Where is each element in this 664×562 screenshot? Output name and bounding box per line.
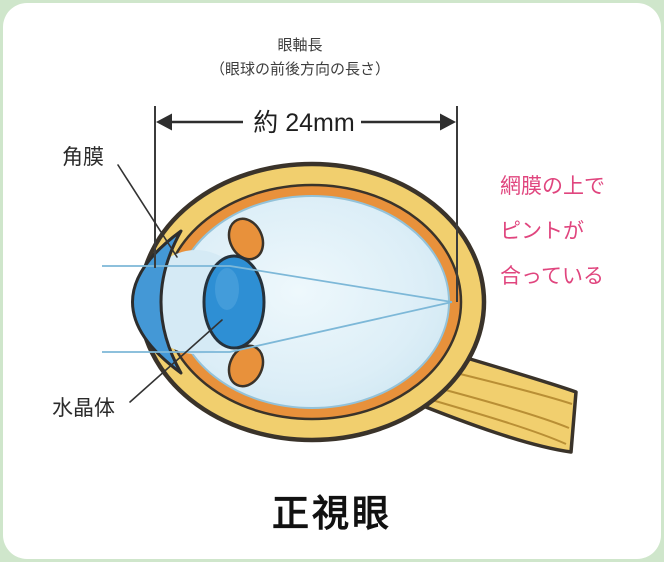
diagram-caption: 正視眼 — [272, 493, 392, 534]
ciliary-body-top — [227, 217, 265, 261]
optic-nerve-fiber-line — [424, 397, 567, 445]
optic-nerve-fiber-line — [451, 371, 573, 405]
cornea-label: 角膜 — [62, 146, 104, 169]
cornea-pointer-line — [117, 164, 178, 258]
light-ray-lower — [102, 301, 453, 353]
lens-highlight — [215, 268, 239, 310]
arrow-head-left-icon — [156, 113, 172, 131]
arrow-head-right-icon — [440, 113, 456, 131]
optic-nerve-fiber-line — [437, 387, 570, 429]
focus-annotation-line1: 網膜の上で — [500, 175, 605, 198]
light-ray-upper — [102, 265, 453, 303]
focus-annotation: 網膜の上で ピントが 合っている — [500, 164, 605, 299]
lens-pointer-line — [129, 319, 223, 403]
focus-annotation-line3: 合っている — [500, 265, 604, 288]
axial-length-subtitle: （眼球の前後方向の長さ） — [209, 61, 390, 78]
axial-length-title: 眼軸長 — [277, 37, 323, 54]
lens-label: 水晶体 — [52, 397, 115, 420]
measurement-label: 約 24mm — [253, 109, 355, 137]
focus-annotation-line2: ピントが — [500, 220, 584, 243]
